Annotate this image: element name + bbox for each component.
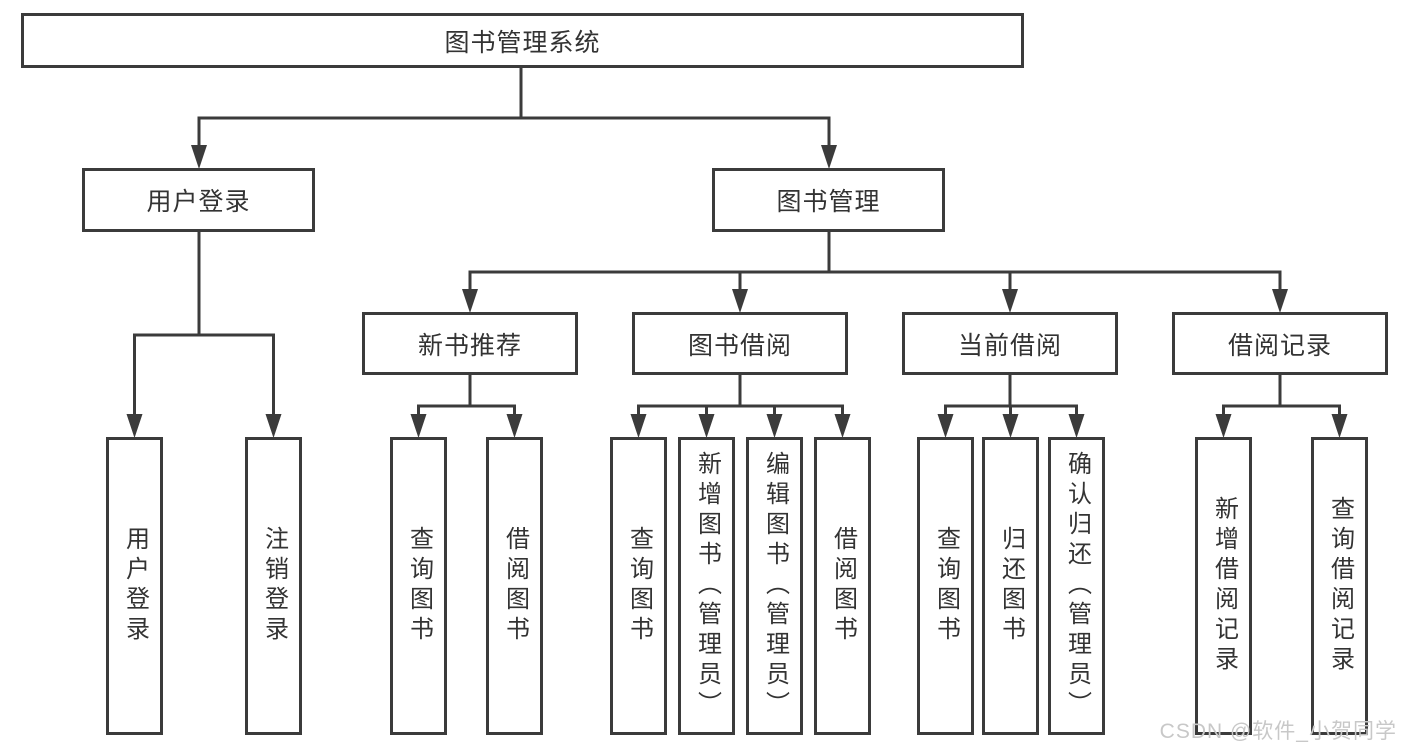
node-borrowing-records: 借阅记录 xyxy=(1172,312,1388,375)
node-user-login-group: 用户登录 xyxy=(82,168,315,232)
leaf-add-borrow-record: 新增借阅记录 xyxy=(1195,437,1252,735)
leaf-label: 编辑图书（管理员） xyxy=(761,451,789,721)
node-book-borrowing: 图书借阅 xyxy=(632,312,848,375)
leaf-label: 借阅图书 xyxy=(501,526,529,646)
leaf-borrow-books: 借阅图书 xyxy=(814,437,871,735)
leaf-borrow-books-recommend: 借阅图书 xyxy=(486,437,543,735)
node-label: 图书管理系统 xyxy=(444,28,601,57)
leaf-query-borrow-record: 查询借阅记录 xyxy=(1311,437,1368,735)
leaf-label: 用户登录 xyxy=(121,526,149,646)
leaf-label: 借阅图书 xyxy=(829,526,857,646)
leaf-label: 查询借阅记录 xyxy=(1326,496,1354,676)
leaf-label: 查询图书 xyxy=(625,526,653,646)
node-current-borrowing: 当前借阅 xyxy=(902,312,1118,375)
node-label: 借阅记录 xyxy=(1227,331,1332,360)
leaf-label: 查询图书 xyxy=(405,526,433,646)
leaf-user-login: 用户登录 xyxy=(106,437,163,735)
node-new-book-recommend: 新书推荐 xyxy=(362,312,578,375)
leaf-label: 确认归还（管理员） xyxy=(1063,451,1091,721)
leaf-query-books-recommend: 查询图书 xyxy=(390,437,447,735)
leaf-query-books-current: 查询图书 xyxy=(917,437,974,735)
leaf-edit-book-admin: 编辑图书（管理员） xyxy=(746,437,803,735)
leaf-label: 归还图书 xyxy=(997,526,1025,646)
leaf-label: 查询图书 xyxy=(932,526,960,646)
node-label: 图书管理 xyxy=(776,188,881,216)
node-label: 新书推荐 xyxy=(417,331,522,360)
leaf-confirm-return-admin: 确认归还（管理员） xyxy=(1048,437,1105,735)
leaf-label: 新增借阅记录 xyxy=(1210,496,1238,676)
csdn-watermark: CSDN @软件_小贺同学 xyxy=(1159,720,1397,743)
node-label: 用户登录 xyxy=(146,188,251,216)
node-label: 图书借阅 xyxy=(687,331,792,360)
leaf-logout: 注销登录 xyxy=(245,437,302,735)
leaf-query-books-borrow: 查询图书 xyxy=(610,437,667,735)
node-book-management: 图书管理 xyxy=(712,168,945,232)
node-library-management-system: 图书管理系统 xyxy=(21,13,1024,68)
leaf-add-book-admin: 新增图书（管理员） xyxy=(678,437,735,735)
node-label: 当前借阅 xyxy=(957,331,1062,360)
leaf-label: 注销登录 xyxy=(260,526,288,646)
leaf-label: 新增图书（管理员） xyxy=(693,451,721,721)
leaf-return-book: 归还图书 xyxy=(982,437,1039,735)
